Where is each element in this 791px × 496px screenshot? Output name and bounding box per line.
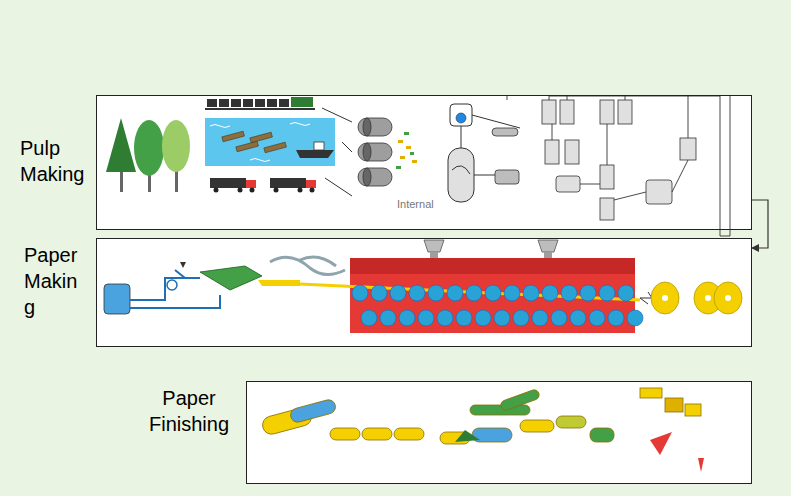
annotation-label: Internal bbox=[397, 198, 434, 210]
section-panel: Paper Finishing bbox=[134, 381, 752, 484]
section-label: Paper Finishing bbox=[136, 385, 242, 437]
section-label: Paper Makin g bbox=[24, 242, 90, 320]
section-panel: Paper Makin g bbox=[18, 238, 752, 347]
panel-border bbox=[96, 238, 752, 347]
panel-border bbox=[246, 381, 752, 484]
flow-arrow bbox=[752, 200, 768, 248]
section-label: Pulp Making bbox=[20, 135, 92, 187]
section-panel: Pulp Making bbox=[4, 95, 752, 230]
